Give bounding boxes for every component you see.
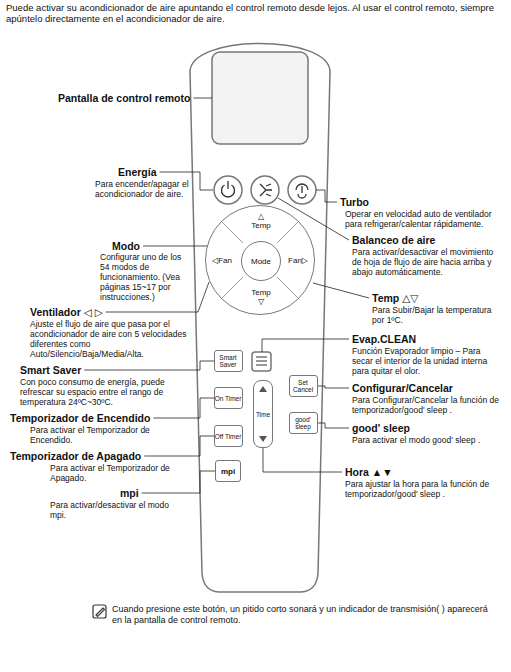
part-description: Para Configurar/Cancelar la función de t… bbox=[352, 395, 502, 415]
remote-screen bbox=[212, 52, 308, 144]
note-icon bbox=[93, 605, 106, 618]
part-title: Smart Saver bbox=[20, 364, 81, 376]
time-up-arrow bbox=[259, 386, 267, 392]
remote-button: mpi bbox=[215, 460, 241, 482]
button-label: Temp ▽ bbox=[249, 288, 273, 306]
part-description: Para activar/desactivar el modo mpi. bbox=[50, 500, 185, 520]
evap-clean-button bbox=[252, 352, 271, 371]
part-title: Hora ▲▼ bbox=[345, 466, 393, 478]
leader-line bbox=[144, 436, 215, 456]
leader-line bbox=[262, 339, 349, 352]
remote-button: Set Cancel bbox=[289, 375, 318, 397]
part-title: Energía bbox=[118, 166, 157, 178]
leader-line bbox=[316, 190, 337, 202]
remote-body bbox=[190, 44, 330, 593]
button-label: ◁Fan bbox=[212, 256, 232, 265]
part-description: Para ajustar la hora para la función de … bbox=[345, 479, 505, 499]
part-title: Temporizador de Encendido bbox=[10, 412, 150, 424]
part-title: Configurar/Cancelar bbox=[352, 382, 453, 394]
part-title: Temporizador de Apagado bbox=[10, 450, 141, 462]
leader-line bbox=[142, 471, 215, 493]
time-rocker: Time bbox=[253, 380, 273, 448]
evap-icon bbox=[256, 357, 267, 365]
part-title: Temp △▽ bbox=[372, 292, 418, 304]
part-description: Para activar el Temporizador de Apagado. bbox=[50, 463, 185, 483]
button-label: Time bbox=[256, 411, 270, 418]
leader-line bbox=[193, 98, 212, 99]
button-label: Mode bbox=[251, 257, 271, 266]
remote-button: Smart Saver bbox=[214, 350, 243, 372]
button-label: △ Temp bbox=[249, 212, 273, 230]
leader-line bbox=[153, 398, 215, 418]
part-description: Para activar/desactivar el movimiento de… bbox=[352, 247, 502, 277]
power-button bbox=[214, 176, 242, 204]
dpad-divider bbox=[222, 277, 243, 298]
power-icon bbox=[222, 181, 235, 197]
remote-button: good' sleep bbox=[289, 412, 318, 434]
button-label: Set Cancel bbox=[290, 379, 317, 393]
button-label: Smart Saver bbox=[215, 354, 242, 368]
part-title: Ventilador ◁ ▷ bbox=[30, 306, 103, 318]
part-description: Función Evaporador limpio – Para secar e… bbox=[352, 346, 502, 376]
intro-paragraph: Puede activar su acondicionador de aire … bbox=[6, 2, 506, 24]
part-description: Para encender/apagar el acondicionador d… bbox=[95, 179, 190, 199]
leader-line bbox=[316, 386, 349, 388]
part-title: mpi bbox=[120, 487, 139, 499]
remote-button: Off Timer bbox=[214, 425, 243, 447]
leader-line bbox=[316, 423, 349, 428]
part-title: Modo bbox=[112, 240, 140, 252]
leader-line bbox=[313, 283, 369, 298]
button-label: Fan▷ bbox=[288, 256, 308, 265]
footnote: Cuando presione este botón, un pitido co… bbox=[112, 604, 497, 626]
swing-icon bbox=[260, 184, 272, 196]
part-title: Balanceo de aire bbox=[352, 234, 435, 246]
turbo-button bbox=[288, 176, 316, 204]
dpad-divider bbox=[277, 277, 298, 298]
part-description: Operar en velocidad auto de ventilador p… bbox=[345, 209, 505, 229]
swing-button bbox=[251, 176, 279, 204]
part-description: Con poco consumo de energía, puede refre… bbox=[20, 377, 185, 407]
remote-button: On Timer bbox=[214, 387, 243, 409]
part-description: Para activar el Temporizador de Encendid… bbox=[30, 425, 180, 445]
part-description: Para activar el modo good' sleep . bbox=[352, 435, 502, 445]
part-description: Ajuste el flujo de aire que pasa por el … bbox=[30, 319, 188, 359]
leader-line bbox=[263, 448, 342, 472]
button-label: Off Timer bbox=[215, 433, 242, 440]
button-label: good' sleep bbox=[290, 416, 317, 430]
part-title: Evap.CLEAN bbox=[352, 333, 416, 345]
part-title: Turbo bbox=[340, 196, 369, 208]
button-label: mpi bbox=[221, 468, 235, 475]
part-title: Pantalla de control remoto bbox=[58, 92, 190, 104]
part-title: good' sleep bbox=[352, 422, 410, 434]
turbo-icon bbox=[296, 184, 308, 198]
part-description: Para Subir/Bajar la temperatura por 1ºC. bbox=[372, 305, 502, 325]
time-down-arrow bbox=[259, 436, 267, 442]
button-label: On Timer bbox=[215, 395, 242, 402]
dpad-divider bbox=[277, 222, 298, 243]
part-description: Configurar uno de los 54 modos de funcio… bbox=[100, 252, 192, 302]
mode-button: Mode bbox=[241, 241, 281, 281]
leader-line bbox=[84, 361, 215, 370]
dpad-divider bbox=[222, 222, 243, 243]
dpad-ring: △ Temp ◁Fan Fan▷ Temp ▽ Mode bbox=[205, 205, 315, 315]
